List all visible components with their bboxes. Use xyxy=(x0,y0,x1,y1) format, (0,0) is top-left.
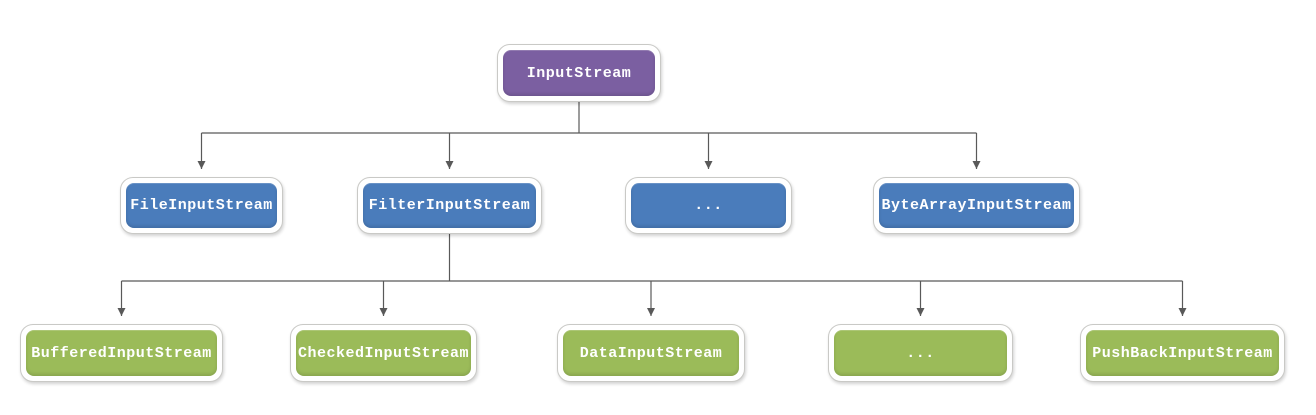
node-datainputstream-label: DataInputStream xyxy=(563,330,739,376)
node-bufferedinputstream-label: BufferedInputStream xyxy=(26,330,217,376)
node-filterinputstream: FilterInputStream xyxy=(357,177,542,234)
node-inputstream-label: InputStream xyxy=(503,50,655,96)
node-ellipsis-blue-label: ... xyxy=(631,183,786,228)
node-ellipsis-green: ... xyxy=(828,324,1013,382)
node-filterinputstream-label: FilterInputStream xyxy=(363,183,536,228)
node-bytearrayinputstream: ByteArrayInputStream xyxy=(873,177,1080,234)
node-inputstream: InputStream xyxy=(497,44,661,102)
node-ellipsis-blue: ... xyxy=(625,177,792,234)
node-checkedinputstream: CheckedInputStream xyxy=(290,324,477,382)
node-pushbackinputstream: PushBackInputStream xyxy=(1080,324,1285,382)
node-fileinputstream-label: FileInputStream xyxy=(126,183,277,228)
node-pushbackinputstream-label: PushBackInputStream xyxy=(1086,330,1279,376)
node-datainputstream: DataInputStream xyxy=(557,324,745,382)
node-checkedinputstream-label: CheckedInputStream xyxy=(296,330,471,376)
node-ellipsis-green-label: ... xyxy=(834,330,1007,376)
node-fileinputstream: FileInputStream xyxy=(120,177,283,234)
node-bufferedinputstream: BufferedInputStream xyxy=(20,324,223,382)
node-bytearrayinputstream-label: ByteArrayInputStream xyxy=(879,183,1074,228)
